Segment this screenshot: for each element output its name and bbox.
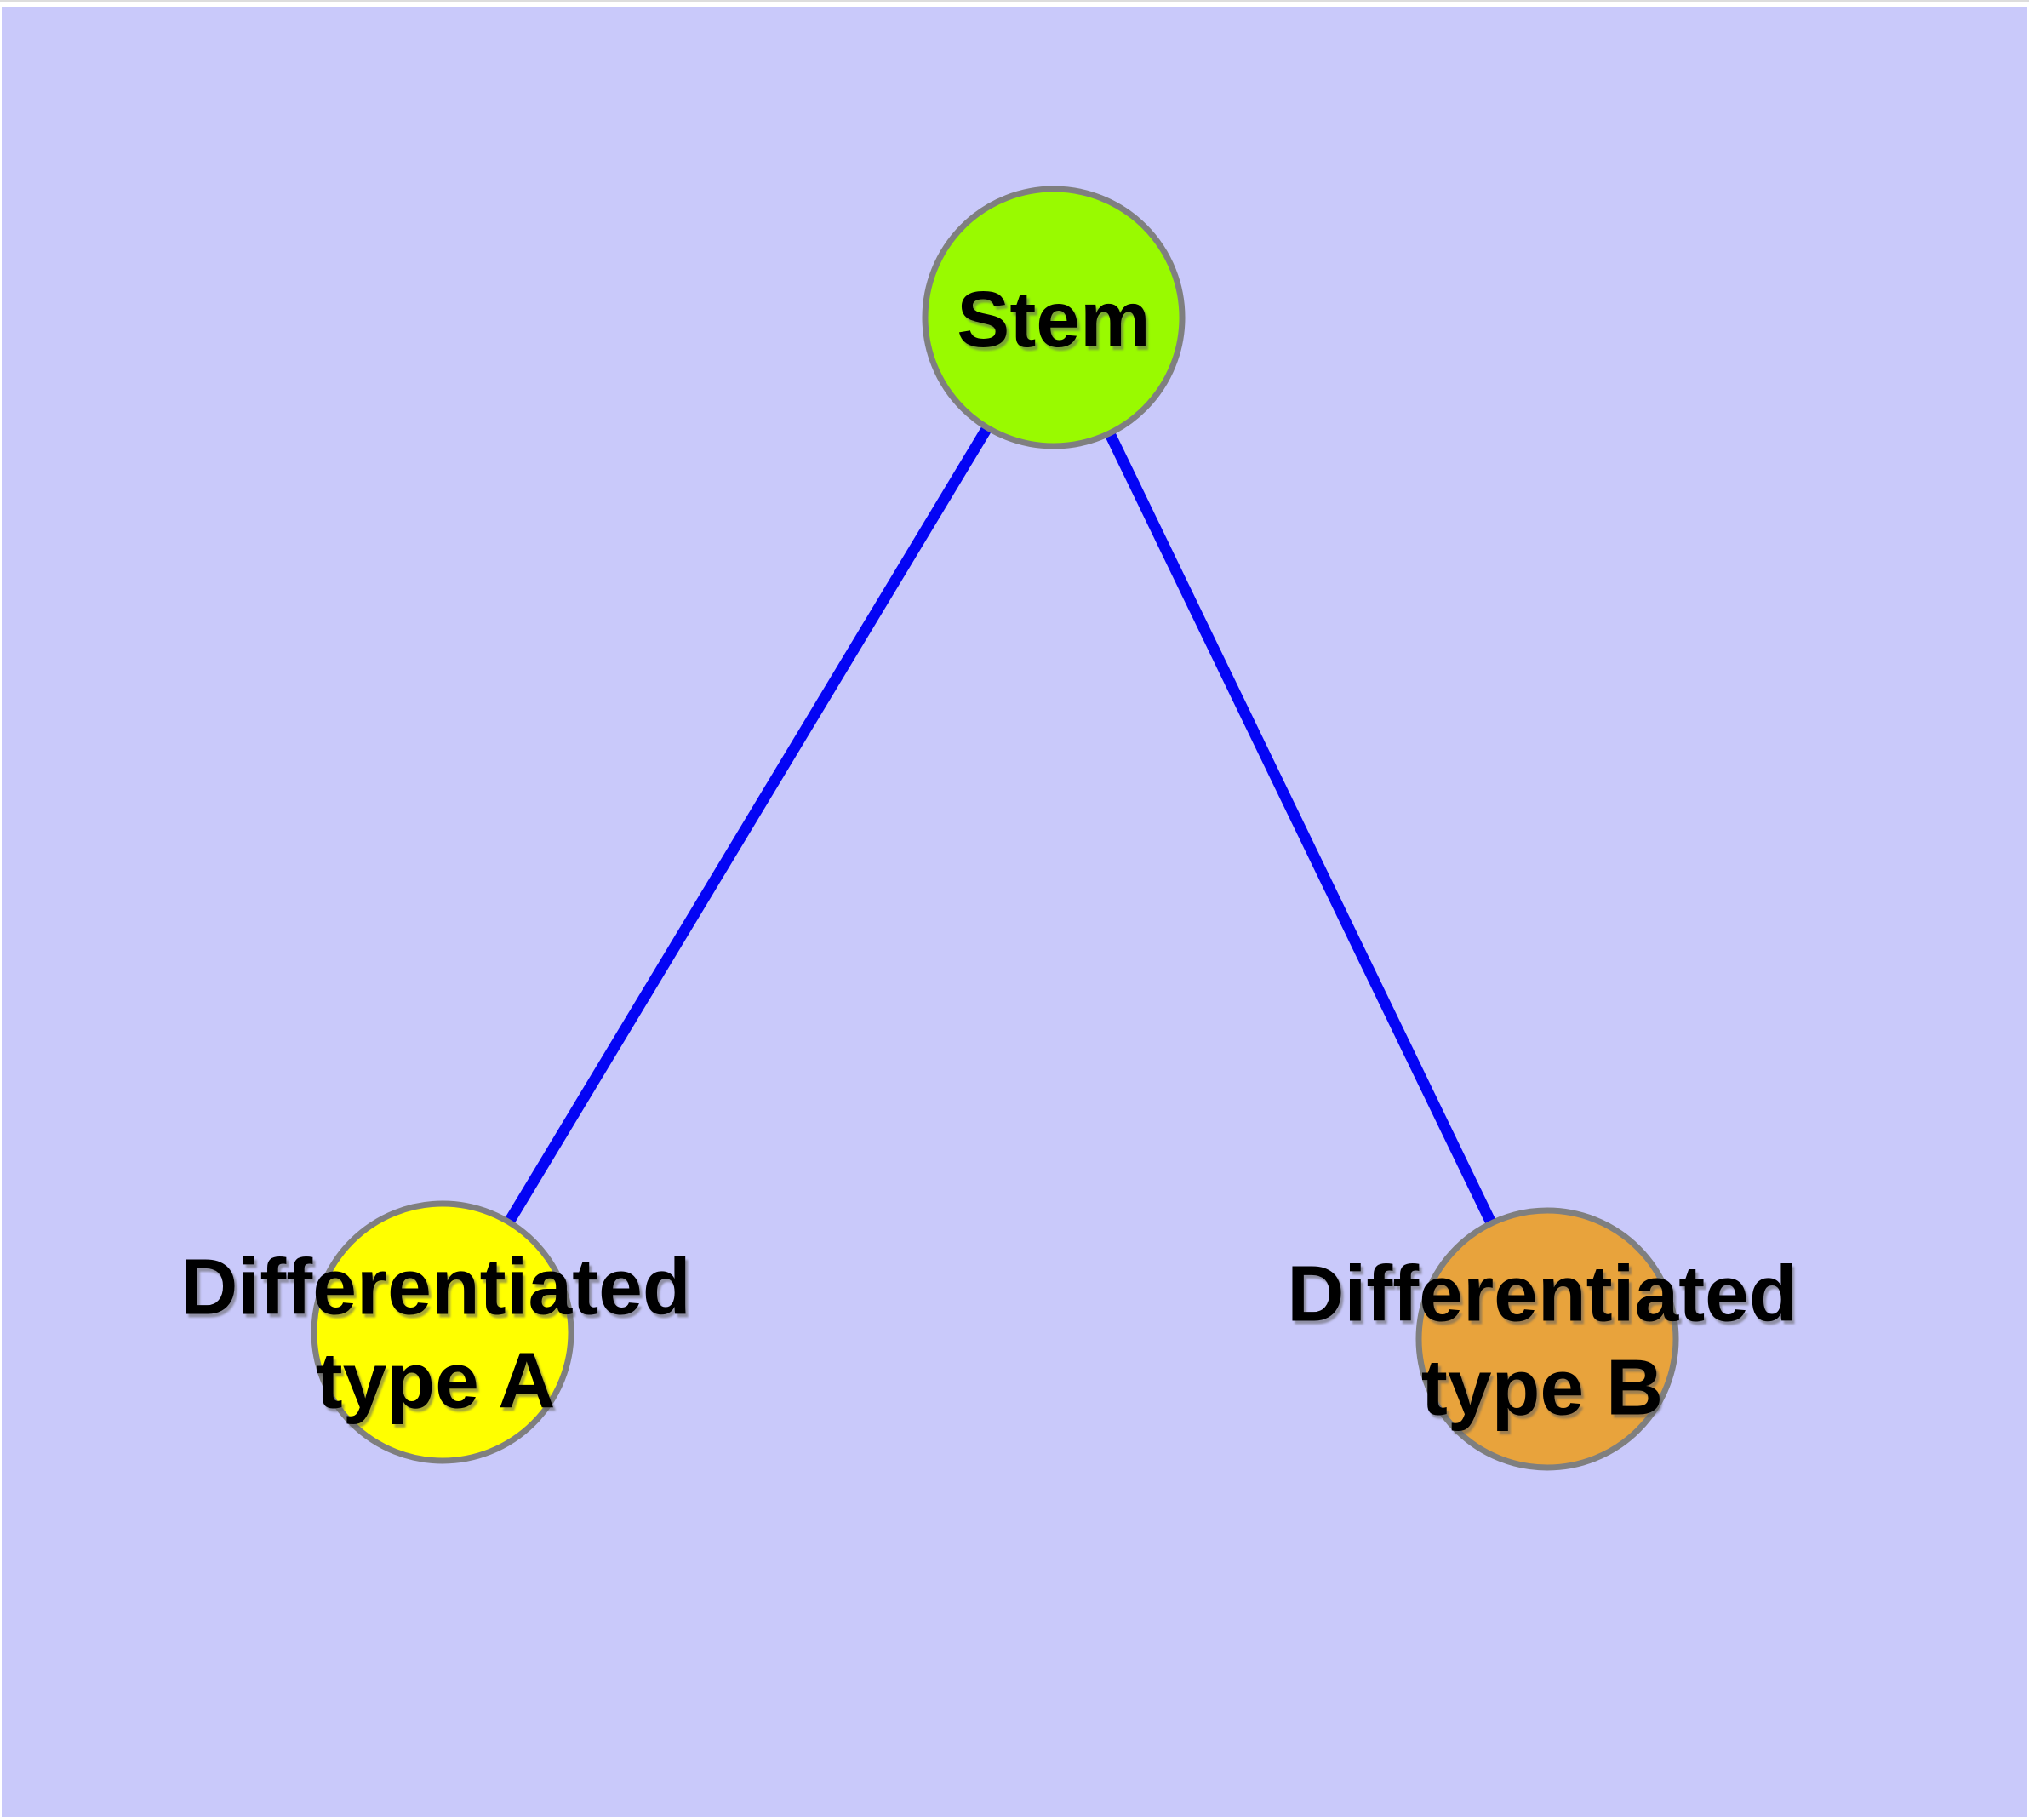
node-stem-label: Stem [957,273,1150,367]
node-differentiated-type-a [311,1200,574,1464]
node-differentiated-type-b-label: Differentiated type B [1287,1247,1797,1434]
node-a-label-line2: type A [316,1336,556,1424]
node-a-label-line1: Differentiated [180,1242,691,1331]
node-differentiated-type-b [1415,1207,1679,1471]
top-hairline [0,0,2029,2]
edge-stem-to-type-a [437,314,1059,1336]
edge-stem-to-type-b [1049,315,1552,1342]
node-b-label-line1: Differentiated [1287,1249,1798,1338]
node-stem-label-line1: Stem [957,275,1151,364]
node-stem [922,186,1186,449]
node-b-label-line2: type B [1420,1342,1664,1431]
node-differentiated-type-a-label: Differentiated type A [180,1240,690,1427]
